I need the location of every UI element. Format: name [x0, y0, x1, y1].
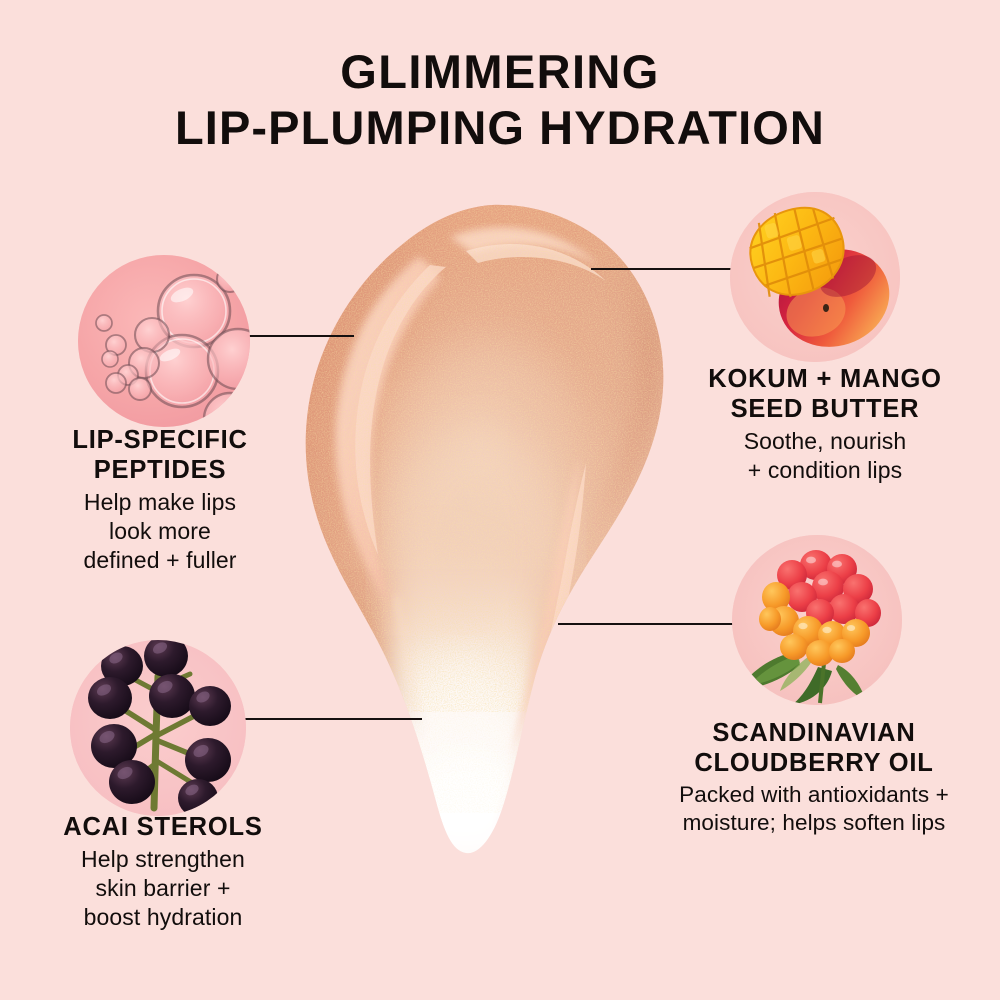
connector-line-peptides [237, 335, 354, 337]
acai-berries-icon [70, 640, 246, 816]
connector-line-acai [242, 718, 422, 720]
callout-scandinavian-cloudberry-oil: SCANDINAVIAN CLOUDBERRY OIL Packed with … [628, 718, 1000, 837]
callout-lip-specific-peptides: LIP-SPECIFIC PEPTIDES Help make lips loo… [0, 425, 320, 575]
page-title: GLIMMERING LIP-PLUMPING HYDRATION [0, 44, 1000, 156]
callout-title-peptides: LIP-SPECIFIC PEPTIDES [72, 426, 248, 484]
title-line-one: GLIMMERING [340, 45, 660, 98]
connector-line-cloudberry [558, 623, 739, 625]
callout-body-cloudberry: Packed with antioxidants + moisture; hel… [679, 782, 949, 835]
mango-icon [730, 192, 900, 362]
callout-kokum-mango-seed-butter: KOKUM + MANGO SEED BUTTER Soothe, nouris… [665, 364, 985, 485]
callout-title-acai: ACAI STEROLS [63, 813, 263, 841]
callout-acai-sterols: ACAI STEROLS Help strengthen skin barrie… [0, 812, 326, 932]
callout-title-mango: KOKUM + MANGO SEED BUTTER [708, 365, 942, 423]
callout-body-peptides: Help make lips look more defined + fulle… [83, 489, 237, 573]
bubbles-icon [78, 255, 250, 427]
connector-line-mango [591, 268, 746, 270]
callout-body-mango: Soothe, nourish + condition lips [743, 428, 907, 483]
title-line-two: LIP-PLUMPING HYDRATION [175, 101, 825, 154]
callout-title-cloudberry: SCANDINAVIAN CLOUDBERRY OIL [694, 719, 934, 777]
cloudberry-icon [732, 535, 902, 705]
callout-body-acai: Help strengthen skin barrier + boost hyd… [81, 846, 245, 930]
